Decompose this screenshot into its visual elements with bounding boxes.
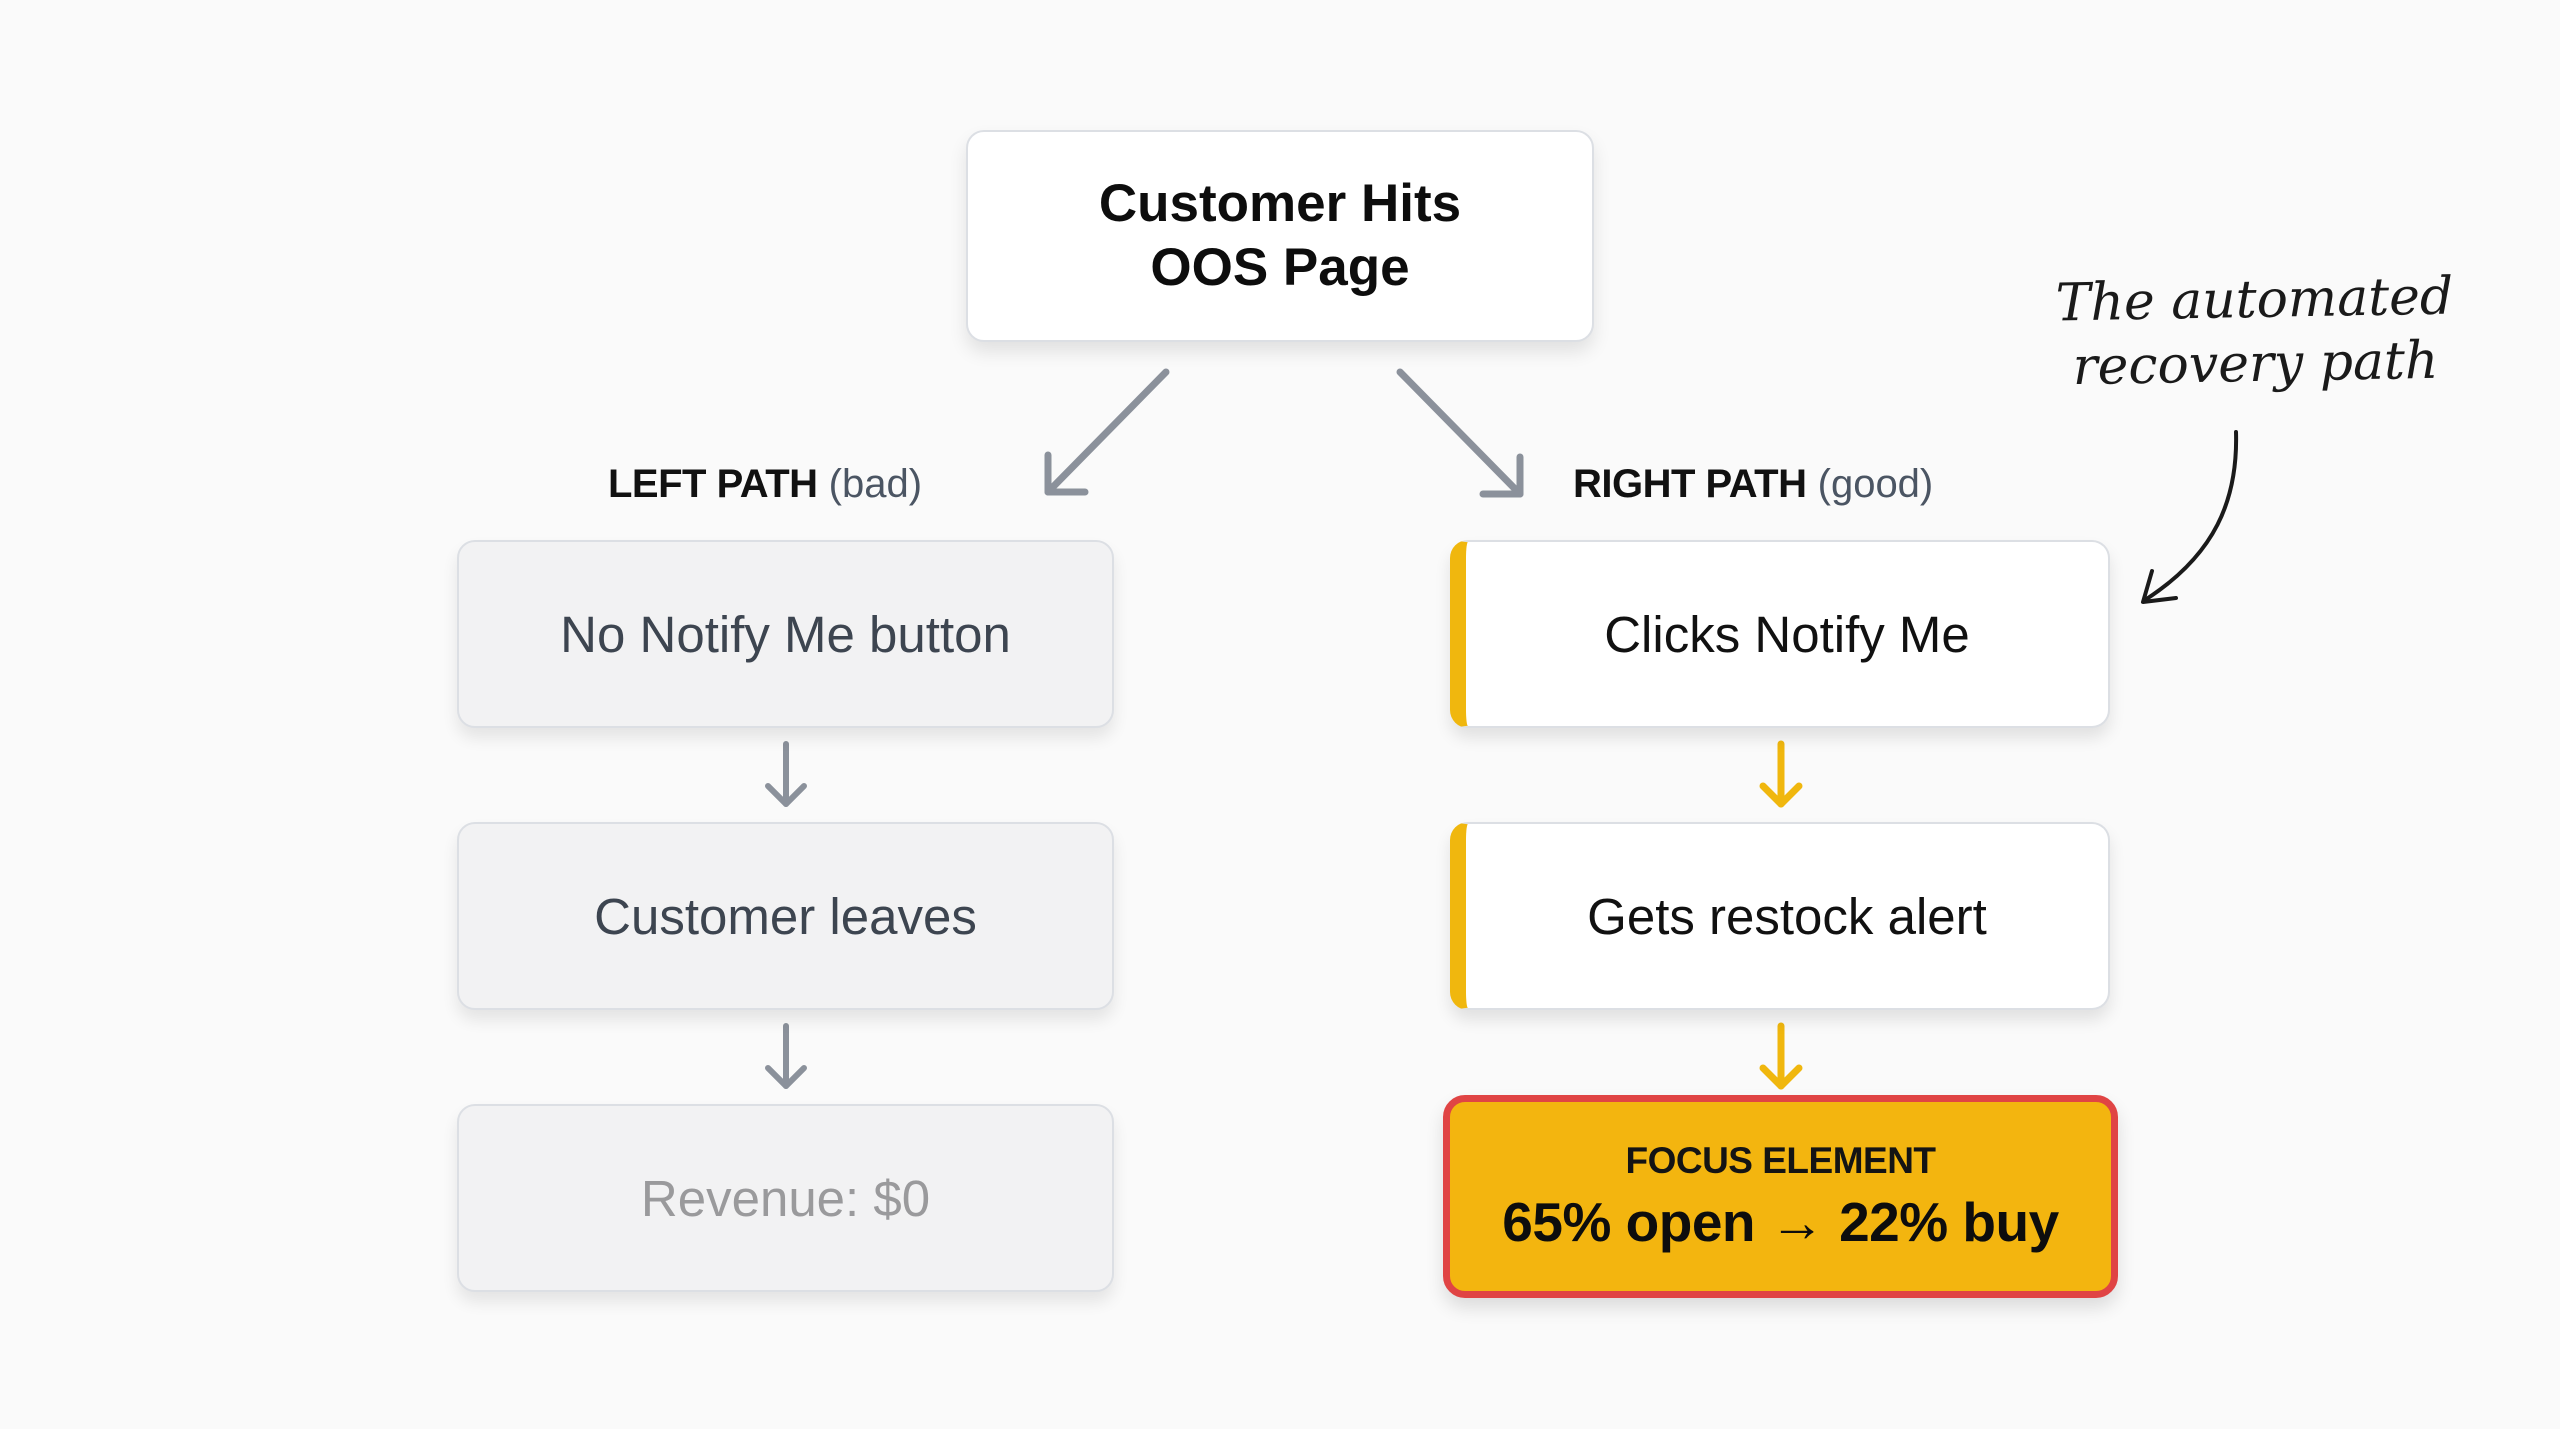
arrow-down-left-2-icon bbox=[765, 1023, 807, 1089]
start-node: Customer Hits OOS Page bbox=[966, 130, 1594, 342]
annotation-line1: The automated bbox=[2055, 266, 2454, 334]
right-step-text: Gets restock alert bbox=[1587, 887, 1987, 945]
left-step-customer-leaves: Customer leaves bbox=[457, 822, 1114, 1010]
right-step-text: Clicks Notify Me bbox=[1604, 605, 1970, 663]
start-node-line1: Customer Hits bbox=[1098, 174, 1462, 233]
left-step-no-notify: No Notify Me button bbox=[457, 540, 1114, 728]
annotation-line2: recovery path bbox=[2072, 330, 2439, 398]
right-step-restock-alert: Gets restock alert bbox=[1450, 822, 2110, 1010]
left-step-text: Revenue: $0 bbox=[640, 1169, 931, 1227]
arrow-to-left-path-icon bbox=[1044, 368, 1170, 496]
right-path-label: RIGHT PATH (good) bbox=[1573, 462, 1933, 507]
left-step-text: Customer leaves bbox=[594, 887, 977, 945]
left-path-label-strong: LEFT PATH bbox=[608, 462, 818, 506]
handwritten-annotation: The automated recovery path bbox=[2054, 265, 2456, 400]
annotation-curved-arrow-icon bbox=[2141, 430, 2239, 604]
left-path-label-soft: (bad) bbox=[828, 462, 923, 506]
focus-label: FOCUS ELEMENT bbox=[1625, 1139, 1936, 1181]
right-path-label-soft: (good) bbox=[1817, 462, 1934, 506]
left-path-label: LEFT PATH (bad) bbox=[608, 462, 922, 507]
focus-metric: 65% open → 22% buy bbox=[1502, 1190, 2059, 1253]
right-path-label-strong: RIGHT PATH bbox=[1573, 462, 1807, 506]
arrow-down-right-2-icon bbox=[1759, 1022, 1803, 1090]
right-step-clicks-notify: Clicks Notify Me bbox=[1450, 540, 2110, 728]
arrow-down-left-1-icon bbox=[765, 741, 807, 807]
arrow-down-right-1-icon bbox=[1759, 740, 1803, 808]
left-step-revenue: Revenue: $0 bbox=[457, 1104, 1114, 1292]
left-step-text: No Notify Me button bbox=[560, 605, 1011, 663]
focus-element-box: FOCUS ELEMENT 65% open → 22% buy bbox=[1443, 1095, 2118, 1298]
start-node-line2: OOS Page bbox=[1150, 238, 1410, 297]
arrow-to-right-path-icon bbox=[1396, 368, 1524, 498]
